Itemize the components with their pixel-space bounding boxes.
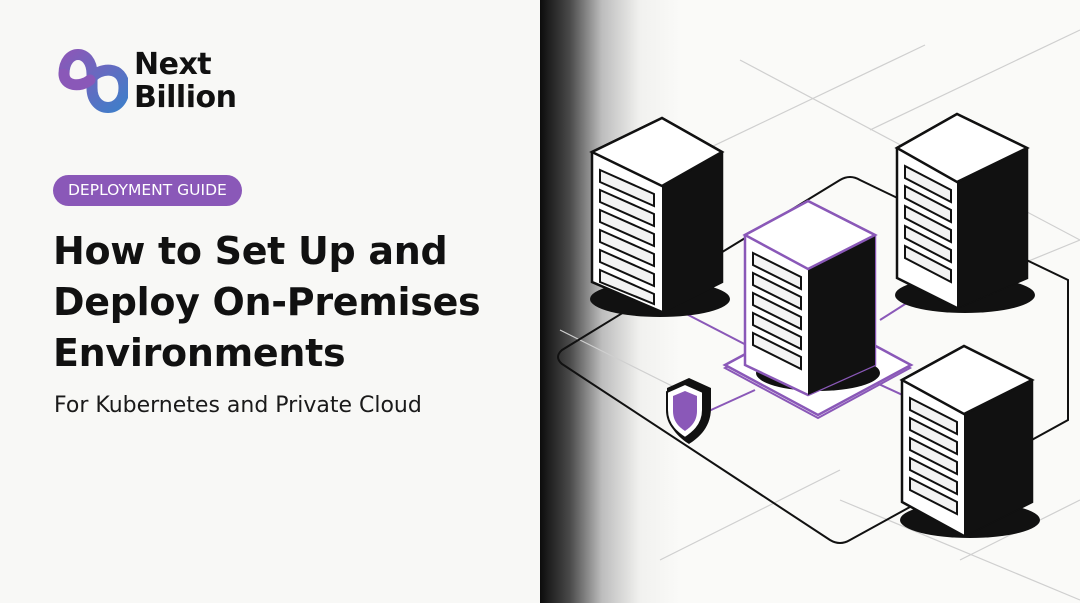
server-rack-icon <box>899 344 1040 538</box>
page-subtitle: For Kubernetes and Private Cloud <box>54 393 422 418</box>
hero-illustration <box>540 0 1080 603</box>
category-badge: DEPLOYMENT GUIDE <box>53 175 242 206</box>
brand-name: Next Billion <box>134 47 237 115</box>
server-rack-icon <box>589 116 730 317</box>
brand-name-line2: Billion <box>134 80 237 115</box>
brand-name-line1: Next <box>134 47 212 82</box>
title-line-2: Deploy On-Premises <box>53 280 481 324</box>
title-line-1: How to Set Up and <box>53 229 448 273</box>
network-illustration <box>557 29 1080 601</box>
left-panel: Next Billion DEPLOYMENT GUIDE How to Set… <box>52 44 523 418</box>
server-rack-icon <box>722 199 914 417</box>
title-line-3: Environments <box>53 331 346 375</box>
server-rack-icon <box>894 112 1035 313</box>
logo-mark-icon <box>58 49 128 113</box>
platform-outline <box>557 176 1069 544</box>
page-title: How to Set Up and Deploy On-Premises Env… <box>53 226 523 379</box>
brand-logo[interactable]: Next Billion <box>52 44 262 120</box>
shield-icon <box>666 378 711 444</box>
